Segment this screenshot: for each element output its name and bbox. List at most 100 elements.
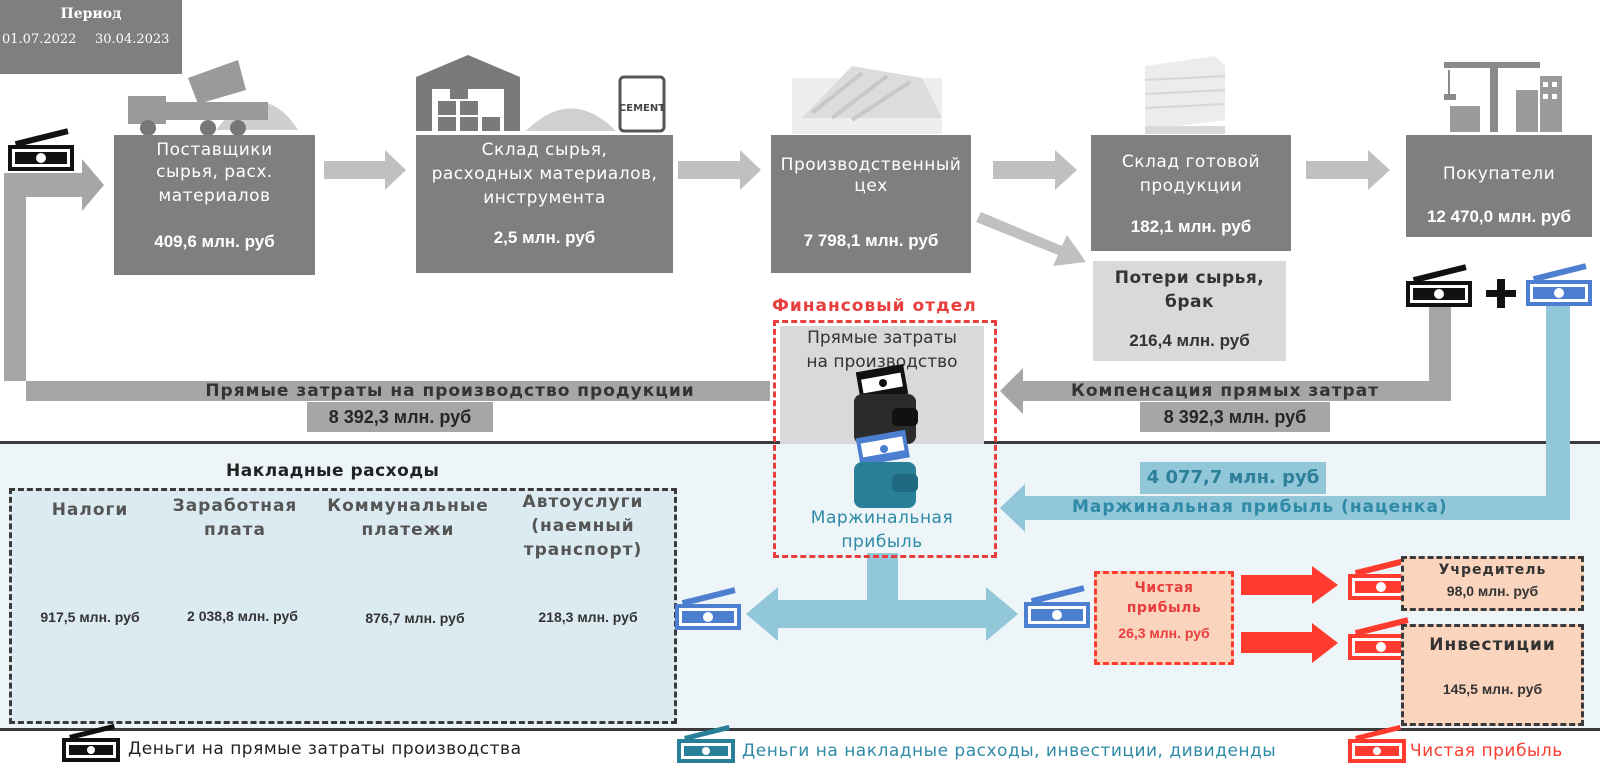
net-profit-box: Чистая прибыль 26,3 млн. руб <box>1094 571 1234 665</box>
overhead-box <box>9 488 677 724</box>
money-dark-icon <box>8 128 74 171</box>
arrow-production-to-finished <box>993 150 1077 190</box>
customers-value: 12 470,0 млн. руб <box>1426 207 1572 226</box>
production-label-line-2: цех <box>854 176 888 196</box>
overhead-col-transport-line-3: транспорт) <box>523 540 643 560</box>
overhead-col-salary: Заработная плата <box>160 494 310 542</box>
investments-box: Инвестиции 145,5 млн. руб <box>1401 624 1584 726</box>
arrow-compensation <box>1000 300 1451 414</box>
suppliers-label-line-1: Поставщики <box>156 140 273 160</box>
raw-warehouse-box: Склад сырья, расходных материалов, инстр… <box>416 135 673 273</box>
wallet-blue-icon <box>854 429 918 508</box>
arrow-profit-to-investments <box>1241 623 1338 663</box>
compensation-value: 8 392,3 млн. руб <box>1140 402 1330 432</box>
net-profit-value: 26,3 млн. руб <box>1118 625 1210 641</box>
net-profit-label: Чистая прибыль <box>1097 578 1231 618</box>
legend-money-blue-icon <box>677 724 735 763</box>
suppliers-value: 409,6 млн. руб <box>154 232 275 251</box>
overhead-col-salary-line-2: плата <box>204 520 266 540</box>
production-label-line-1: Производственный <box>780 155 962 175</box>
overhead-col-utilities-line-1: Коммунальные <box>327 496 489 516</box>
finished-warehouse-label-line-1: Склад готовой <box>1121 152 1261 172</box>
finished-warehouse-value: 182,1 млн. руб <box>1130 217 1252 236</box>
losses-label-line-1: Потери сырья, <box>1114 268 1265 288</box>
period-panel: Период 01.07.2022 30.04.2023 <box>0 0 182 74</box>
net-profit-line-2: прибыль <box>1126 600 1202 616</box>
net-profit-line-1: Чистая <box>1134 580 1194 596</box>
finished-warehouse-box: Склад готовой продукции 182,1 млн. руб <box>1091 135 1291 251</box>
money-blue-icon-customers <box>1526 263 1592 306</box>
customers-label: Покупатели <box>1442 164 1556 184</box>
legend-money-red-icon <box>1348 724 1406 763</box>
founder-box: Учредитель 98,0 млн. руб <box>1401 556 1584 611</box>
finance-margin-line-1: Маржинальная <box>810 508 954 528</box>
overhead-col-utilities-line-2: платежи <box>361 520 455 540</box>
investments-value: 145,5 млн. руб <box>1442 681 1543 697</box>
losses-label-line-2: брак <box>1164 292 1215 312</box>
period-start-date: 01.07.2022 <box>2 32 77 47</box>
arrow-warehouse-to-production <box>678 150 761 190</box>
money-blue-icon-profit <box>1024 585 1090 628</box>
direct-costs-label: Прямые затраты на производство продукции <box>205 381 695 401</box>
arrow-profit-to-founder <box>1241 566 1338 604</box>
overhead-utilities-value: 876,7 млн. руб <box>365 610 465 626</box>
cement-bag-label: CEMENT <box>619 103 665 114</box>
pallet-stack-icon <box>1144 56 1226 134</box>
production-value: 7 798,1 млн. руб <box>803 231 939 250</box>
legend-profit-label: Чистая прибыль <box>1410 741 1563 761</box>
raw-warehouse-value: 2,5 млн. руб <box>493 228 596 247</box>
finance-direct-line-1: Прямые затраты <box>807 328 957 348</box>
founder-value: 98,0 млн. руб <box>1446 583 1539 599</box>
finished-warehouse-label-line-2: продукции <box>1139 176 1243 196</box>
section-divider-bottom <box>0 728 1600 731</box>
direct-costs-value: 8 392,3 млн. руб <box>307 402 493 432</box>
arrow-production-to-losses <box>976 212 1086 266</box>
overhead-transport-value: 218,3 млн. руб <box>538 609 638 625</box>
raw-warehouse-label-line-1: Склад сырья, <box>481 140 608 160</box>
overhead-taxes-value: 917,5 млн. руб <box>40 609 140 625</box>
arrow-suppliers-to-warehouse <box>324 150 406 190</box>
overhead-salary-value: 2 038,8 млн. руб <box>187 608 298 624</box>
overhead-col-salary-line-1: Заработная <box>172 496 298 516</box>
arrow-finance-down <box>867 553 898 600</box>
founder-label: Учредитель <box>1438 562 1547 578</box>
money-dark-icon-customers <box>1406 264 1472 307</box>
raw-warehouse-label-line-3: инструмента <box>483 188 606 208</box>
losses-box: Потери сырья, брак 216,4 млн. руб <box>1093 261 1286 361</box>
overhead-col-taxes-line-1: Налоги <box>51 500 129 520</box>
legend-money-dark-icon <box>62 723 120 762</box>
suppliers-label-line-3: материалов <box>158 186 271 206</box>
raw-warehouse-label-line-2: расходных материалов, <box>431 164 658 184</box>
arrow-double-distribution <box>746 587 1018 641</box>
finance-title: Финансовый отдел <box>772 296 977 316</box>
period-end-date: 30.04.2023 <box>95 32 170 47</box>
legend-overhead-label: Деньги на накладные расходы, инвестиции,… <box>742 741 1277 761</box>
finance-margin-line-2: прибыль <box>841 532 923 552</box>
margin-label: Маржинальная прибыль (наценка) <box>1072 497 1448 517</box>
legend-direct-label: Деньги на прямые затраты производства <box>128 739 522 759</box>
overhead-col-transport-line-1: Автоуслуги <box>522 492 644 512</box>
finance-direct-costs-label: Прямые затраты на производство <box>780 326 984 374</box>
suppliers-label-line-2: сырья, расх. <box>156 162 273 182</box>
overhead-title: Накладные расходы <box>226 461 440 481</box>
wallet-dark-icon <box>854 364 918 444</box>
dump-truck-icon <box>128 60 298 136</box>
losses-value: 216,4 млн. руб <box>1129 331 1250 350</box>
overhead-col-transport-line-2: (наемный <box>531 516 635 536</box>
overhead-col-taxes: Налоги <box>20 498 160 522</box>
construction-crane-icon <box>1444 62 1562 132</box>
production-box: Производственный цех 7 798,1 млн. руб <box>771 135 971 273</box>
investments-label: Инвестиции <box>1429 635 1556 655</box>
money-blue-icon-overhead <box>675 587 741 630</box>
factory-machine-icon <box>792 66 942 134</box>
warehouse-icon: CEMENT <box>416 55 666 133</box>
overhead-col-utilities: Коммунальные платежи <box>318 494 498 542</box>
period-title: Период <box>60 6 122 22</box>
finance-direct-line-2: на производство <box>806 352 958 372</box>
arrow-finished-to-customers <box>1306 150 1390 190</box>
finance-department-box <box>773 320 997 558</box>
margin-value: 4 077,7 млн. руб <box>1140 462 1326 494</box>
overhead-col-transport: Автоуслуги (наемный транспорт) <box>508 490 658 562</box>
suppliers-box: Поставщики сырья, расх. материалов 409,6… <box>114 135 315 275</box>
